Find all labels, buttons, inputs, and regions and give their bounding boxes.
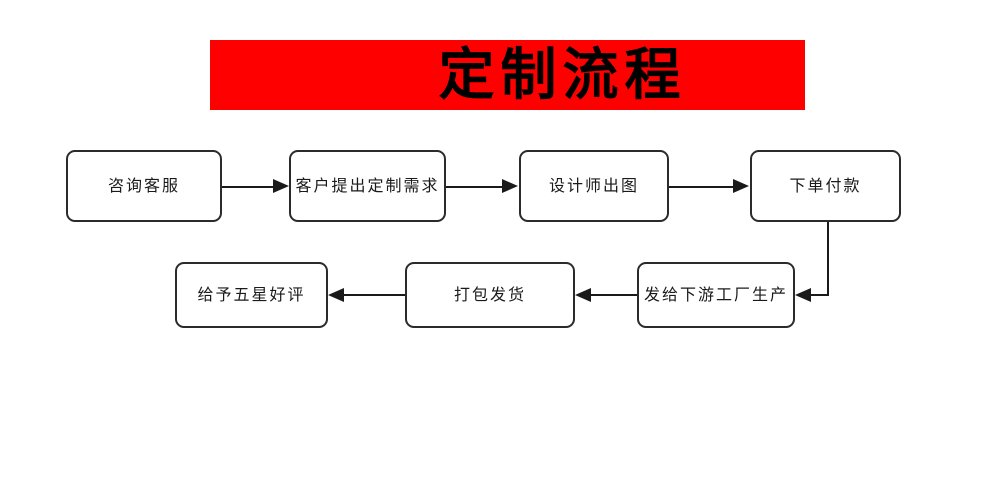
- flow-box-label: 设计师出图: [548, 176, 639, 195]
- connector-line-5-to-6: [591, 294, 637, 296]
- arrow-head-3-to-4-icon: [733, 179, 749, 193]
- arrow-head-2-to-3-icon: [502, 179, 518, 193]
- connector-line-2-to-3: [446, 186, 503, 188]
- title-banner: 定制流程: [210, 40, 805, 110]
- connector-line-1-to-2: [222, 186, 274, 188]
- flow-box-send-to-factory[interactable]: 发给下游工厂生产: [637, 262, 795, 328]
- flow-box-label: 客户提出定制需求: [295, 176, 440, 195]
- arrow-head-1-to-2-icon: [273, 179, 289, 193]
- arrow-head-6-to-7-icon: [328, 288, 344, 302]
- flow-box-five-star-review[interactable]: 给予五星好评: [175, 262, 328, 328]
- flow-box-place-order-payment[interactable]: 下单付款: [750, 150, 901, 222]
- flow-box-label: 咨询客服: [107, 176, 180, 195]
- page-title: 定制流程: [438, 42, 687, 108]
- flow-box-label: 打包发货: [453, 285, 526, 304]
- flow-box-label: 下单付款: [789, 176, 862, 195]
- arrow-head-4-to-5-icon: [795, 288, 811, 302]
- flow-box-customer-requirements[interactable]: 客户提出定制需求: [289, 150, 446, 222]
- flow-box-label: 给予五星好评: [197, 285, 306, 304]
- connector-line-6-to-7: [344, 294, 405, 296]
- flow-box-label: 发给下游工厂生产: [643, 285, 788, 304]
- connector-line-3-to-4: [669, 186, 734, 188]
- connector-line-4-to-5-vertical: [827, 222, 829, 296]
- flow-box-package-ship[interactable]: 打包发货: [405, 262, 575, 328]
- flow-box-consult-service[interactable]: 咨询客服: [66, 150, 222, 222]
- arrow-head-5-to-6-icon: [575, 288, 591, 302]
- flow-box-designer-drawing[interactable]: 设计师出图: [519, 150, 669, 222]
- connector-line-4-to-5-horizontal: [811, 294, 829, 296]
